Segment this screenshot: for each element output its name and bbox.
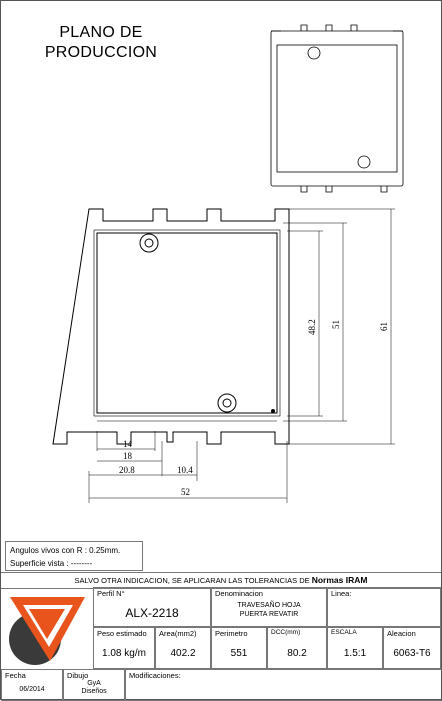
aleacion-label: Aleacion — [387, 629, 416, 638]
small-profile-preview — [270, 24, 404, 193]
tolerance-line: SALVO OTRA INDICACION, SE APLICARAN LAS … — [1, 572, 441, 589]
escala-value: 1.5:1 — [343, 648, 367, 659]
perfil-label: Perfil N° — [97, 589, 125, 598]
fecha-label: Fecha — [5, 671, 26, 680]
aleacion-cell: Aleacion 6063-T6 — [383, 627, 441, 669]
dibujo-line-1: GyA — [87, 680, 101, 687]
dcc-value: 80.2 — [287, 648, 307, 659]
dim-18: 18 — [123, 451, 133, 461]
peso-cell: Peso estimado 1.08 kg/m — [93, 627, 155, 669]
corner-radius-note: Angulos vivos con R : 0.25mm. — [10, 546, 121, 555]
tolerance-text: SALVO OTRA INDICACION, SE APLICARAN LAS … — [74, 576, 310, 585]
peso-label: Peso estimado — [97, 629, 147, 638]
modificaciones-cell: Modificaciones: — [125, 669, 442, 701]
dim-20-8: 20.8 — [119, 465, 135, 475]
linea-label: Linea: — [331, 589, 352, 598]
linea-cell: Linea: — [327, 587, 441, 627]
perimetro-cell: Perimetro 551 — [211, 627, 267, 669]
perimetro-value: 551 — [230, 648, 248, 659]
dim-10-4: 10.4 — [177, 465, 193, 475]
dibujo-line-2: Diseños — [81, 688, 107, 695]
area-cell: Area(mm2) 402.2 — [155, 627, 211, 669]
fecha-value: 06/2014 — [19, 686, 45, 693]
perimetro-label: Perimetro — [215, 629, 248, 638]
denominacion-cell: Denominacion TRAVESAÑO HOJA PUERTA REVAT… — [211, 587, 327, 627]
dimension-lines — [88, 208, 395, 503]
dcc-cell: DCC(mm) 80.2 — [267, 627, 327, 669]
denominacion-label: Denominacion — [215, 589, 263, 598]
modificaciones-label: Modificaciones: — [129, 671, 181, 680]
surface-note: Superficie vista : -------- — [10, 559, 93, 568]
denominacion-line-2: PUERTA REVATIR — [239, 611, 299, 618]
peso-value: 1.08 kg/m — [102, 648, 146, 659]
denominacion-line-1: TRAVESAÑO HOJA — [237, 602, 301, 609]
area-label: Area(mm2) — [159, 629, 197, 638]
dibujo-cell: Dibujo GyA Diseños — [63, 669, 125, 701]
escala-label: ESCALA — [331, 629, 357, 636]
fecha-cell: Fecha 06/2014 — [1, 669, 63, 701]
dim-48-2: 48.2 — [307, 319, 317, 335]
title-line-1: PLANO DE — [59, 24, 143, 41]
area-value: 402.2 — [170, 648, 196, 659]
notes-box: Angulos vivos con R : 0.25mm. Superficie… — [5, 541, 143, 571]
dibujo-label: Dibujo — [67, 671, 89, 680]
page-title: PLANO DE PRODUCCION — [31, 23, 171, 63]
perfil-cell: Perfil N° ALX-2218 — [93, 587, 211, 627]
dim-51: 51 — [331, 320, 341, 329]
dim-14: 14 — [123, 439, 133, 449]
dim-52: 52 — [181, 487, 190, 497]
main-profile — [52, 208, 290, 445]
tolerance-norm: Normas IRAM — [311, 575, 368, 585]
perfil-value: ALX-2218 — [125, 606, 179, 620]
dcc-label: DCC(mm) — [271, 629, 301, 636]
aleacion-value: 6063-T6 — [393, 648, 431, 659]
escala-cell: ESCALA 1.5:1 — [327, 627, 383, 669]
dimension-labels: 14 18 20.8 10.4 52 48.2 51 61 — [119, 319, 389, 497]
company-logo — [9, 597, 85, 665]
profile-drawing: 14 18 20.8 10.4 52 48.2 51 61 — [52, 24, 404, 503]
title-line-2: PRODUCCION — [44, 44, 158, 61]
dim-61: 61 — [379, 322, 389, 331]
